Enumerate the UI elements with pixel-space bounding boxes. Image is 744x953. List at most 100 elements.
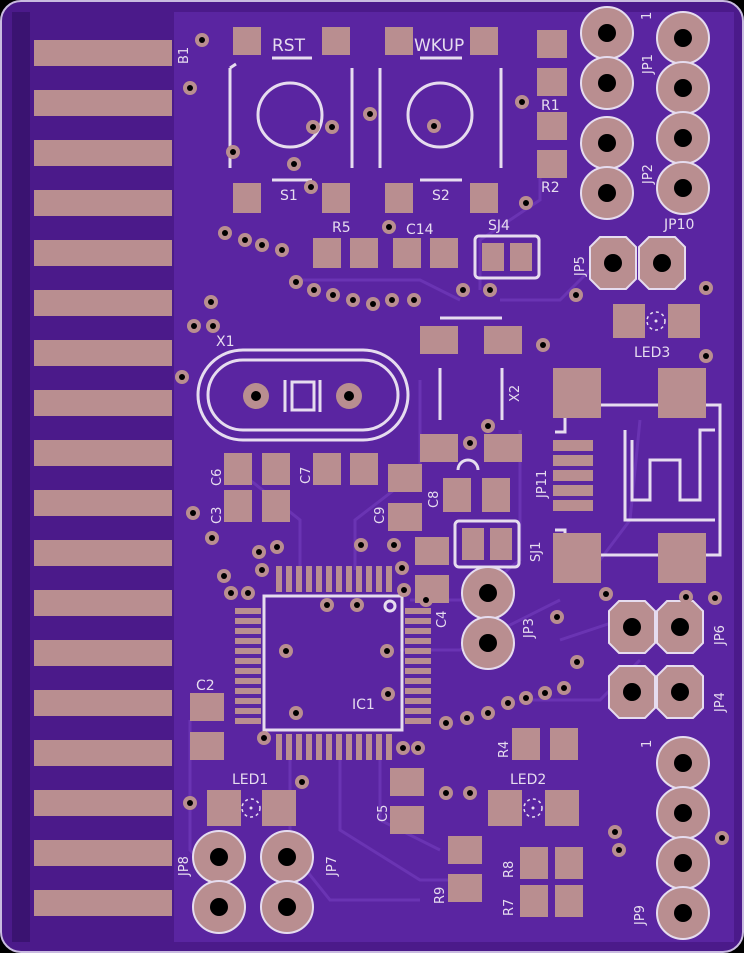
- header-pin: [656, 161, 710, 215]
- edge-finger: [34, 240, 172, 266]
- header-pin: [192, 830, 246, 884]
- ic1-pin: [235, 638, 261, 644]
- via: [463, 436, 477, 450]
- label-r4: R4: [497, 741, 512, 758]
- led-outline: [646, 311, 666, 331]
- label-r2: R2: [541, 180, 560, 196]
- header-pin: [656, 600, 704, 654]
- ic1-pin: [316, 566, 322, 592]
- vias: [175, 33, 729, 857]
- via: [395, 561, 409, 575]
- header-pin: [580, 116, 634, 170]
- ic1-pin: [405, 638, 431, 644]
- ic1-pin: [316, 734, 322, 760]
- header-pin: [461, 566, 515, 620]
- ic1-pin: [366, 734, 372, 760]
- via: [608, 825, 622, 839]
- via: [217, 569, 231, 583]
- via: [270, 540, 284, 554]
- label-c2: C2: [196, 678, 215, 694]
- via: [381, 687, 395, 701]
- via: [708, 591, 722, 605]
- via: [397, 583, 411, 597]
- header-pin: [656, 736, 710, 790]
- via: [385, 293, 399, 307]
- label-s1: S1: [280, 188, 298, 204]
- via: [252, 545, 266, 559]
- via: [320, 598, 334, 612]
- label-r1: R1: [541, 98, 560, 114]
- header-pin: [192, 880, 246, 934]
- edge-finger: [34, 740, 172, 766]
- edge-finger: [34, 440, 172, 466]
- ic1-pin: [336, 734, 342, 760]
- ic1-pin: [235, 618, 261, 624]
- via: [463, 786, 477, 800]
- label-c8: C8: [427, 491, 442, 508]
- ic1-pin: [405, 668, 431, 674]
- header-pin: [589, 236, 637, 290]
- header-pin: [461, 616, 515, 670]
- via: [257, 731, 271, 745]
- ic1-pin: [405, 618, 431, 624]
- ic1-pin: [235, 628, 261, 634]
- via: [304, 180, 318, 194]
- label-r9: R9: [433, 887, 448, 904]
- ic1-pin: [405, 608, 431, 614]
- led-dot: [654, 319, 658, 323]
- via: [536, 338, 550, 352]
- ic1-pin: [405, 658, 431, 664]
- header-pin: [580, 6, 634, 60]
- via: [599, 587, 613, 601]
- via: [289, 706, 303, 720]
- label-wkup: WKUP: [414, 36, 464, 56]
- header-pin: [260, 830, 314, 884]
- via: [186, 506, 200, 520]
- via: [481, 419, 495, 433]
- via: [295, 775, 309, 789]
- crystal-drill: [251, 391, 261, 401]
- header-pin: [260, 880, 314, 934]
- label-jp5: JP5: [573, 256, 588, 277]
- label-c4: C4: [435, 611, 450, 628]
- ic1-pin: [405, 648, 431, 654]
- ic1-pin: [235, 718, 261, 724]
- label-led1: LED1: [232, 772, 268, 788]
- edge-finger: [34, 90, 172, 116]
- ic1-pin: [235, 668, 261, 674]
- ic1-pin: [306, 566, 312, 592]
- via: [483, 283, 497, 297]
- edge-finger: [34, 590, 172, 616]
- via: [224, 586, 238, 600]
- label-c14: C14: [406, 222, 434, 238]
- via: [407, 293, 421, 307]
- ic1-pin: [326, 566, 332, 592]
- label-jp4: JP4: [713, 692, 728, 713]
- header-pin: [656, 61, 710, 115]
- via: [350, 598, 364, 612]
- header-pin: [608, 600, 656, 654]
- via: [411, 741, 425, 755]
- ic1-pin: [356, 566, 362, 592]
- via: [679, 590, 693, 604]
- edge-finger: [34, 890, 172, 916]
- ic1-pin: [276, 734, 282, 760]
- through-hole-headers: [192, 6, 710, 940]
- via: [538, 686, 552, 700]
- label-jp10: JP10: [663, 217, 694, 233]
- label-b1: B1: [177, 47, 192, 64]
- silkscreen: [196, 56, 541, 732]
- via: [519, 196, 533, 210]
- via: [366, 297, 380, 311]
- ic1-pin: [235, 698, 261, 704]
- label-jp2: JP2: [641, 164, 656, 185]
- label-r8: R8: [502, 861, 517, 878]
- via: [187, 319, 201, 333]
- led-dot: [531, 806, 535, 810]
- via: [255, 563, 269, 577]
- edge-finger: [34, 640, 172, 666]
- ic1-pin: [405, 688, 431, 694]
- ic1-pin: [326, 734, 332, 760]
- ic1-pin: [405, 708, 431, 714]
